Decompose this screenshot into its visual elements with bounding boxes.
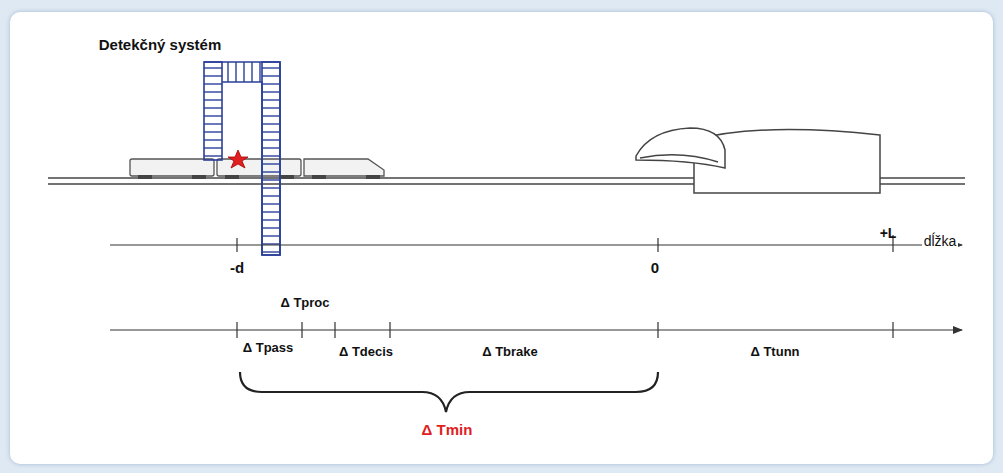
- axis-tick-label: +L: [880, 226, 897, 241]
- gantry-rung: [204, 147, 222, 148]
- gantry-rung: [204, 115, 222, 116]
- detection-star: [228, 150, 248, 168]
- gantry-rung: [262, 195, 280, 196]
- gantry-rung: [262, 203, 280, 204]
- gantry-rung: [262, 115, 280, 116]
- gantry-rung: [262, 171, 280, 172]
- detection-gantry: [204, 62, 280, 255]
- gantry-rung: [262, 91, 280, 92]
- gantry-rung: [262, 155, 280, 156]
- length-axis: [110, 235, 962, 252]
- gantry-rung: [243, 62, 244, 82]
- gantry-rung: [262, 67, 280, 68]
- gantry-rung: [251, 62, 252, 82]
- gantry-rung: [204, 83, 222, 84]
- gantry-rung: [227, 62, 228, 82]
- gantry-rung: [262, 139, 280, 140]
- gantry-rung: [204, 123, 222, 124]
- gantry-rung: [262, 131, 280, 132]
- interval-total-label: Δ Tmin: [422, 422, 473, 439]
- gantry-rung: [262, 219, 280, 220]
- gantry-title: Detekčný systém: [99, 37, 222, 54]
- gantry-rung: [262, 83, 280, 84]
- gantry-rung: [204, 99, 222, 100]
- gantry-rung: [262, 163, 280, 164]
- gantry-rung: [204, 67, 222, 68]
- gantry-rung: [204, 107, 222, 108]
- gantry-rung: [262, 179, 280, 180]
- interval-label: Δ Tbrake: [482, 345, 538, 359]
- time-axis: [110, 322, 962, 338]
- interval-label: Δ Tproc: [280, 296, 329, 310]
- gantry-rung: [262, 251, 280, 252]
- gantry-rung: [259, 62, 260, 82]
- gantry-rung: [262, 211, 280, 212]
- interval-label: Δ Ttunn: [750, 345, 799, 359]
- gantry-rung: [204, 91, 222, 92]
- interval-label: Δ Tdecis: [339, 345, 393, 359]
- gantry-rung: [262, 235, 280, 236]
- tunnel: [636, 128, 880, 193]
- gantry-rung: [262, 99, 280, 100]
- gantry-rung: [204, 131, 222, 132]
- train: [130, 159, 384, 179]
- gantry-rung: [262, 107, 280, 108]
- gantry-rung: [235, 62, 236, 82]
- gantry-rung: [204, 139, 222, 140]
- axis-tick-label: 0: [651, 260, 659, 277]
- axis-tick-label: -d: [230, 260, 244, 277]
- gantry-rung: [204, 155, 222, 156]
- gantry-rung: [204, 75, 222, 76]
- axis-title: dĺžka: [922, 234, 959, 249]
- gantry-rung: [262, 187, 280, 188]
- gantry-rung: [262, 123, 280, 124]
- interval-label: Δ Tpass: [243, 341, 294, 355]
- gantry-rungs: [204, 62, 280, 252]
- gantry-rung: [262, 75, 280, 76]
- gantry-rung: [262, 227, 280, 228]
- brace: [240, 372, 658, 412]
- panel: [10, 12, 993, 464]
- gantry-rung: [262, 147, 280, 148]
